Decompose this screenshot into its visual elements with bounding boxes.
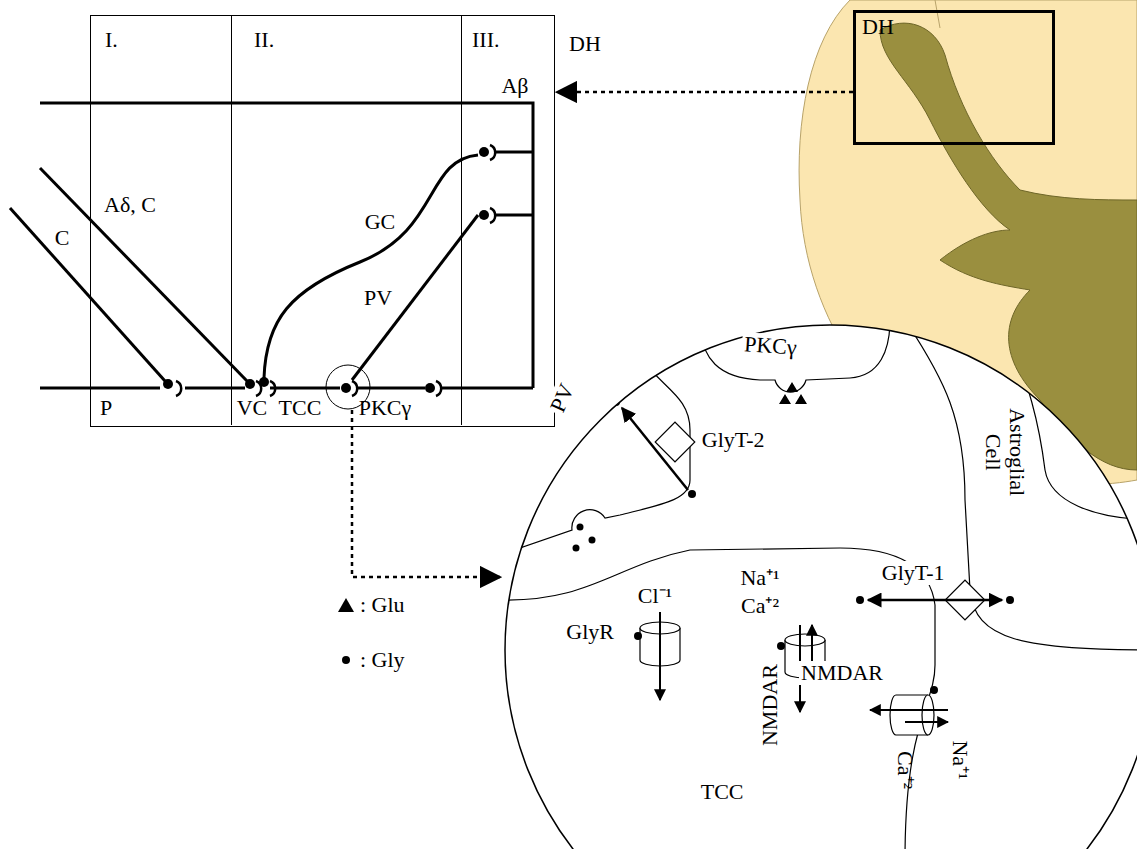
- cell-label-node: Astroglial Cell: [981, 398, 1029, 506]
- abeta-fiber: [40, 103, 533, 388]
- cell-label: NMDAR: [799, 661, 885, 685]
- neuron-label: PV: [364, 286, 392, 310]
- neuron-lines: [10, 103, 533, 388]
- legend-entry: : Glu: [360, 593, 405, 617]
- region-box: DH: [853, 10, 1055, 145]
- neuron-label: PKCγ: [359, 396, 412, 420]
- neuron-label: Aβ: [501, 74, 528, 98]
- gc-neuron: [264, 155, 478, 378]
- region-label: DH: [862, 15, 894, 39]
- nmdar-channel: [890, 695, 934, 735]
- lamina-band: II.: [231, 16, 461, 425]
- neuron-label: Na⁺¹: [740, 566, 779, 590]
- cell-label-node: PV: [545, 378, 581, 418]
- cell-label: NMDAR: [758, 662, 782, 748]
- synapse-cups: [176, 145, 495, 396]
- cell-label: PV: [545, 378, 581, 418]
- neuron-label: P: [100, 396, 112, 420]
- abeta-branch: [440, 387, 533, 390]
- dorsal-groove: [935, 0, 940, 28]
- cell-label-node: TCC: [699, 780, 746, 804]
- cell-label-node: NMDAR: [758, 662, 782, 748]
- c-fiber: [10, 208, 165, 381]
- region-label: I.: [105, 28, 118, 52]
- lamina-band: I.: [91, 16, 231, 425]
- cell-label-node: NMDAR: [799, 661, 885, 685]
- cell-label-node: GlyT-1: [880, 561, 947, 585]
- neuron-label: Na⁺¹: [948, 740, 972, 779]
- neuron-label: GC: [365, 210, 396, 234]
- neuron-label: VC: [237, 396, 268, 420]
- transporters-receptors: [573, 382, 1015, 735]
- region-label: III.: [472, 28, 499, 52]
- neuron-label: TCC: [279, 396, 322, 420]
- cell-label: GlyR: [564, 620, 616, 644]
- cell-label: GlyT-2: [700, 428, 767, 452]
- p-vc-tcc-pkc-chain: [40, 387, 425, 390]
- region-label: DH: [569, 32, 601, 56]
- glu-vesicle-content: [779, 382, 807, 404]
- glyt2-flux: [622, 408, 688, 490]
- region-label: II.: [254, 28, 274, 52]
- abeta-branch: [494, 214, 533, 217]
- legend-entry: : Gly: [360, 648, 405, 672]
- cell-label: PKCγ: [741, 332, 800, 360]
- neuron-label: C: [55, 226, 70, 250]
- zoom-circle: [505, 325, 1137, 849]
- dashed-zoom-arrow: [557, 91, 853, 94]
- gly-symbol: [342, 656, 350, 664]
- boutons: [163, 147, 489, 393]
- cell-label: Astroglial Cell: [981, 398, 1029, 506]
- glu-symbol: [338, 598, 354, 612]
- pkc-membrane: [700, 320, 890, 392]
- neuron-label: Ca⁺²: [741, 594, 779, 618]
- legend-text: : Glu: [360, 592, 405, 617]
- neuron-label: Cl⁻¹: [638, 584, 672, 608]
- abeta-branch: [494, 151, 533, 154]
- region-box: DHI.II.III.: [90, 15, 555, 427]
- glyt1-flux: [868, 599, 1002, 602]
- cell-label-node: GlyT-2: [700, 428, 767, 452]
- legend-text: : Gly: [360, 647, 405, 672]
- cell-label: TCC: [699, 780, 746, 804]
- cell-label-node: PKCγ: [741, 332, 800, 360]
- zoom-pointer: [352, 410, 500, 577]
- neuron-label: Aδ, C: [104, 193, 156, 217]
- tcc-membrane: [500, 548, 935, 849]
- pv-neuron: [352, 215, 478, 380]
- cell-label: GlyT-1: [880, 561, 947, 585]
- zoom-cells: [500, 320, 1137, 849]
- neuron-label: Ca⁺²: [893, 751, 917, 789]
- cell-label-node: GlyR: [564, 620, 616, 644]
